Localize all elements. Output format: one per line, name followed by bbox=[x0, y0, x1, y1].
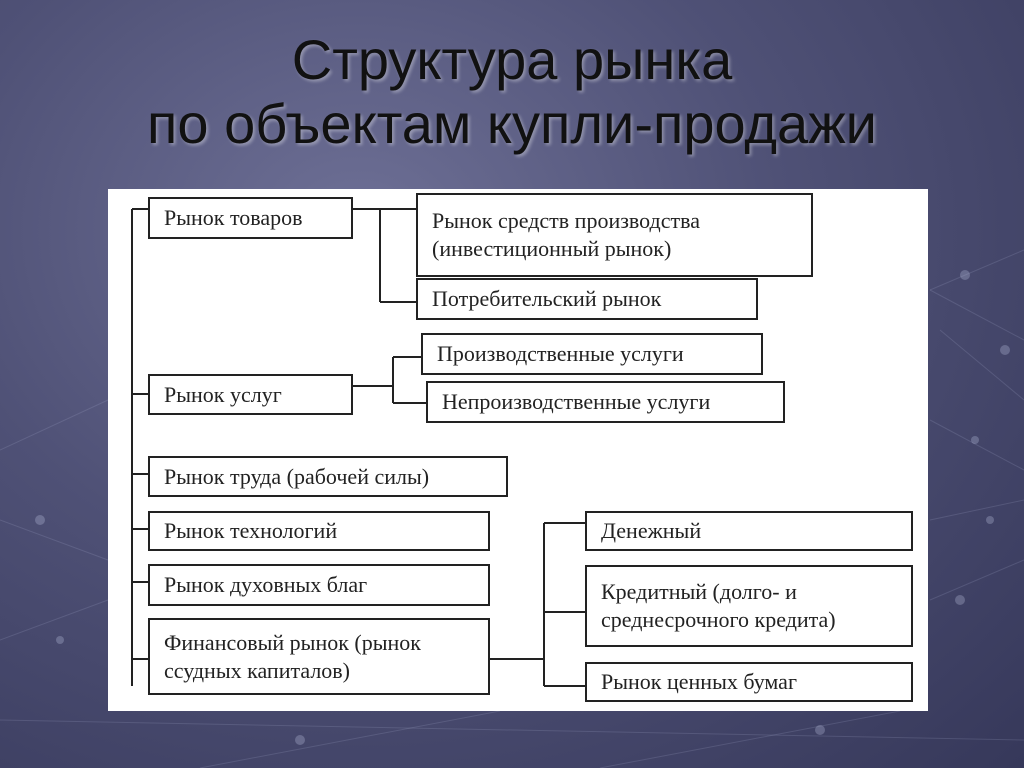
node-services-market: Рынок услуг bbox=[148, 374, 353, 415]
node-financial-market: Финансовый рынок (рынок ссудных капитало… bbox=[148, 618, 490, 695]
node-production-services: Производственные услуги bbox=[421, 333, 763, 375]
title-line-2: по объектам купли-продажи bbox=[147, 92, 877, 155]
node-consumer-market: Потребительский рынок bbox=[416, 278, 758, 320]
node-money-market: Денежный bbox=[585, 511, 913, 551]
node-securities-market: Рынок ценных бумаг bbox=[585, 662, 913, 702]
node-spiritual-goods-market: Рынок духовных благ bbox=[148, 564, 490, 606]
node-technology-market: Рынок технологий bbox=[148, 511, 490, 551]
node-labor-market: Рынок труда (рабочей силы) bbox=[148, 456, 508, 497]
node-non-production-services: Непроизводственные услуги bbox=[426, 381, 785, 423]
connector-lines bbox=[131, 208, 585, 687]
slide-title: Структура рынка по объектам купли-продаж… bbox=[0, 28, 1024, 156]
title-line-1: Структура рынка bbox=[291, 28, 733, 91]
node-means-of-production-market: Рынок средств производства (инвестиционн… bbox=[416, 193, 813, 277]
node-goods-market: Рынок товаров bbox=[148, 197, 353, 239]
diagram-panel: Рынок товаров Рынок средств производства… bbox=[108, 189, 928, 711]
node-credit-market: Кредитный (долго- и среднесрочного креди… bbox=[585, 565, 913, 647]
